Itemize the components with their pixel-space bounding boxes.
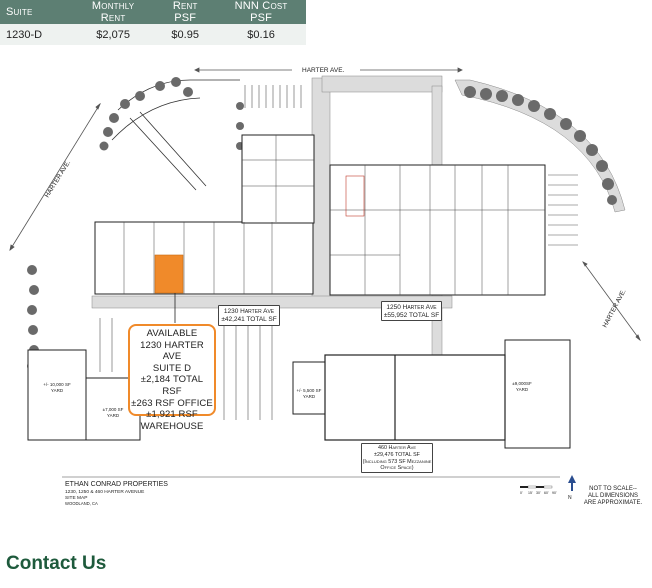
site-city: WOODLAND, CA — [65, 501, 98, 506]
col-rent-psf: Rent PSF — [154, 0, 217, 24]
street-label-left: HARTER AVE. — [44, 159, 72, 199]
bldg-1250-sf: ±55,952 TOTAL SF — [383, 312, 440, 319]
bldg-460-name: 460 Harter Ave — [377, 445, 416, 451]
scale-label-1: 15' — [528, 491, 533, 495]
yard-10000-type: YARD — [51, 388, 64, 393]
company-name: ETHAN CONRAD PROPERTIES — [65, 481, 168, 488]
contact-us-heading: Contact Us — [6, 553, 107, 574]
callout-line-1: AVAILABLE — [146, 328, 198, 339]
building-1230 — [94, 134, 315, 295]
trees-top-right — [464, 86, 617, 205]
street-label-top: HARTER AVE. — [302, 67, 345, 74]
callout-line-2: 1230 HARTER AVE — [140, 339, 204, 363]
bldg-1230-sf: ±42,241 TOTAL SF — [221, 316, 277, 323]
scale-label-4: 90' — [552, 491, 557, 495]
callout-line-3: SUITE D — [152, 362, 192, 374]
rent-table: Suite Monthly Rent Rent PSF NNN Cost PSF… — [0, 0, 306, 45]
note-line-2: ALL DIMENSIONS — [588, 493, 638, 499]
parking-stalls-1250 — [548, 174, 578, 246]
cell-monthly-rent: $2,075 — [72, 24, 155, 45]
trees-top-left — [99, 77, 193, 151]
yard-10000-label: +/- 10,000 SF — [43, 382, 71, 387]
yard-7000-type: YARD — [107, 413, 120, 418]
bldg-460-sf: ±29,476 TOTAL SF — [374, 451, 420, 458]
building-1250 — [329, 164, 546, 296]
building-1230-walls — [123, 135, 314, 294]
site-subtitle: SITE MAP — [65, 495, 87, 501]
site-address: 1230, 1250 & 460 HARTER AVENUE — [65, 489, 144, 495]
building-1230-label: 1230 Harter Ave ±42,241 TOTAL SF — [218, 305, 280, 326]
cell-rent-psf: $0.95 — [154, 24, 217, 45]
parking-stalls-bottom — [99, 318, 273, 420]
yard-9000-label: ±9,000SF — [512, 381, 532, 386]
cell-suite: 1230-D — [0, 24, 72, 45]
cell-nnn-cost: $0.16 — [216, 24, 306, 45]
col-monthly-rent: Monthly Rent — [72, 0, 155, 24]
yard-7000-label: ±7,000 SF — [103, 407, 124, 412]
site-map: HARTER AVE. HARTER AVE. HARTER AVE. — [9, 67, 643, 506]
callout-line-4: ±2,184 TOTAL RSF — [140, 374, 204, 397]
scale-bar: 0' 15' 30' 60' 90' — [520, 485, 557, 495]
bldg-1250-name: 1250 Harter Ave — [386, 304, 437, 311]
callout-line-5: ±263 RSF OFFICE — [131, 397, 213, 409]
yard-5500-type: YARD — [303, 394, 316, 399]
building-460 — [324, 354, 506, 441]
bldg-460-note-2: Office Space) — [380, 465, 414, 472]
yard-5500-label: +/- 5,500 SF — [297, 388, 322, 393]
table-header-row: Suite Monthly Rent Rent PSF NNN Cost PSF — [0, 0, 306, 24]
bldg-460-note-1: (Including 573 SF Mezzanine — [362, 458, 432, 465]
parking-lot-top-left — [111, 79, 240, 191]
callout-line-7: WAREHOUSE — [140, 420, 204, 432]
building-1250-walls — [330, 165, 545, 295]
street-label-right: HARTER AVE. — [602, 288, 628, 329]
note-line-3: ARE APPROXIMATE. — [584, 500, 643, 506]
col-suite: Suite — [0, 0, 72, 24]
note-line-1: NOT TO SCALE-- — [589, 486, 637, 492]
scale-label-2: 30' — [536, 491, 541, 495]
yard-9000-type: YARD — [516, 387, 529, 392]
available-suite-callout: AVAILABLE 1230 HARTER AVE SUITE D ±2,184… — [128, 324, 216, 432]
north-arrow-icon: N — [568, 475, 576, 501]
scale-label-0: 0' — [520, 491, 523, 495]
building-460-label: 460 Harter Ave ±29,476 TOTAL SF (Includi… — [361, 443, 433, 473]
col-nnn-cost: NNN Cost PSF — [216, 0, 306, 24]
suite-d-highlight — [154, 254, 184, 294]
callout-line-6: ±1,921 RSF — [146, 409, 198, 421]
building-1250-label: 1250 Harter Ave ±55,952 TOTAL SF — [381, 301, 442, 321]
building-1250-red-outline — [345, 175, 365, 217]
parking-stalls-top — [244, 85, 302, 108]
street-arrows — [9, 67, 641, 342]
yard-areas — [27, 339, 571, 449]
table-row: 1230-D $2,075 $0.95 $0.16 — [0, 24, 306, 45]
bldg-1230-name: 1230 Harter Ave — [223, 308, 275, 315]
scale-label-3: 60' — [544, 491, 549, 495]
north-label: N — [568, 495, 572, 501]
